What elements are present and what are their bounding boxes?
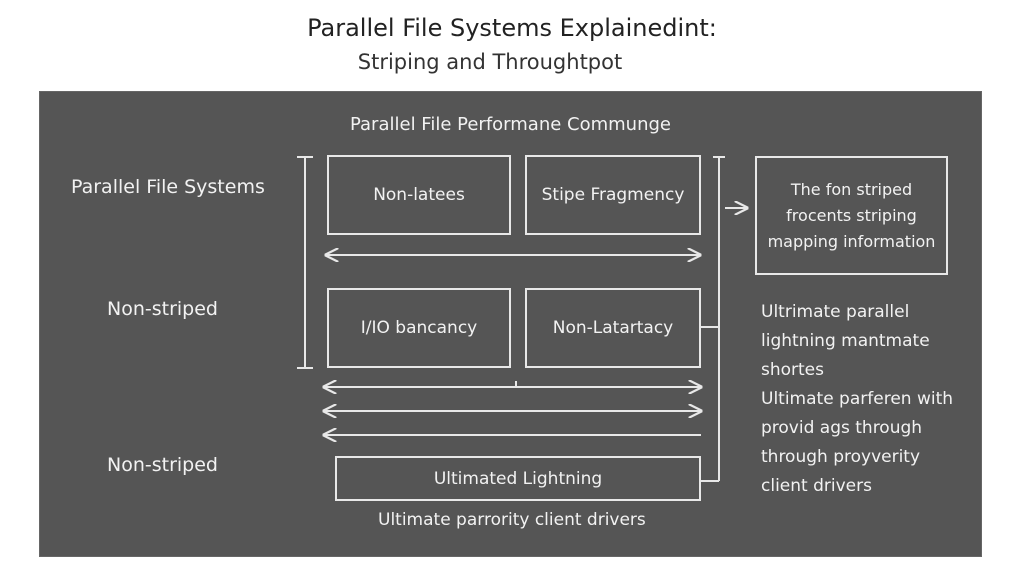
diagram-subtitle: Striping and Throughtpot [357, 50, 623, 74]
right-connector [699, 156, 747, 482]
right-notes: Ultrimate parallel lightning mantmate sh… [761, 298, 976, 501]
left-bracket [297, 156, 313, 369]
connector-lines [297, 156, 982, 482]
box-ultimated-lightning: Ultimated Lightning [335, 456, 701, 501]
note-line-5: provid ags through [761, 418, 923, 438]
note-line-3: shortes [761, 360, 825, 380]
box-stipe-fragmency: Stipe Fragmency [525, 155, 701, 235]
note-line-1: Ultrimate parallel [761, 302, 910, 322]
note-line-6: through proyverity [761, 447, 921, 467]
note-line-7: client drivers [761, 476, 872, 496]
double-arrows [324, 255, 701, 435]
striping-info-line-1: The fon striped [790, 179, 913, 199]
box-non-latartacy: Non-Latartacy [525, 288, 701, 368]
label-parallel-file-systems: Parallel File Systems [71, 176, 265, 198]
striping-info-line-3: mapping information [767, 231, 936, 251]
bottom-caption: Ultimate parrority client drivers [378, 510, 646, 530]
note-line-4: Ultimate parferen with [761, 389, 954, 409]
diagram-panel: Parallel File Performane Communge Parall… [39, 91, 982, 557]
box-striping-info: The fon striped frocents striping mappin… [755, 156, 948, 275]
note-line-2: lightning mantmate [761, 331, 930, 351]
striping-info-line-2: frocents striping [786, 205, 917, 225]
panel-heading: Parallel File Performane Communge [349, 114, 671, 135]
label-non-striped-2: Non-striped [107, 454, 218, 476]
box-non-latees: Non-latees [327, 155, 511, 235]
diagram-title: Parallel File Systems Explainedint: [307, 14, 717, 42]
label-non-striped-1: Non-striped [107, 298, 218, 320]
box-io-bancancy: I/IO bancancy [327, 288, 511, 368]
